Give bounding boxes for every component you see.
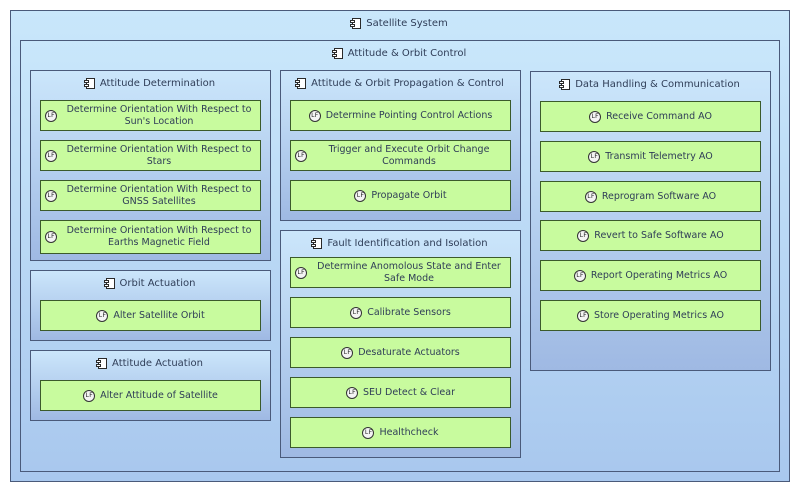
attitude-determination-header: Attitude Determination bbox=[31, 76, 270, 90]
aoc-header: Attitude & Orbit Control bbox=[21, 46, 779, 60]
function-icon: LF bbox=[362, 426, 375, 439]
component-icon bbox=[311, 237, 323, 249]
function-label: Reprogram Software AO bbox=[601, 190, 717, 202]
function-label: Healthcheck bbox=[379, 426, 439, 438]
function-icon: LF bbox=[577, 309, 590, 322]
satellite-system-title: Satellite System bbox=[366, 17, 448, 29]
function-block: LF Propagate Orbit bbox=[290, 180, 511, 211]
function-icon: LF bbox=[45, 231, 57, 243]
propagation-header: Attitude & Orbit Propagation & Control bbox=[281, 76, 520, 90]
function-icon: LF bbox=[96, 309, 109, 322]
function-icon: LF bbox=[45, 149, 57, 162]
function-icon: LF bbox=[573, 269, 586, 282]
function-block: LF Desaturate Actuators bbox=[290, 337, 511, 368]
function-label: Revert to Safe Software AO bbox=[594, 229, 724, 241]
function-label: Desaturate Actuators bbox=[358, 346, 460, 358]
function-block: LF Revert to Safe Software AO bbox=[540, 220, 761, 251]
component-icon bbox=[559, 78, 571, 90]
data-handling-title: Data Handling & Communication bbox=[575, 78, 740, 90]
component-icon bbox=[103, 277, 115, 289]
attitude-actuation-title: Attitude Actuation bbox=[112, 357, 203, 369]
function-label: Determine Orientation With Respect to St… bbox=[66, 143, 252, 167]
function-block: LF Determine Orientation With Respect to… bbox=[40, 100, 261, 131]
component-icon bbox=[96, 357, 108, 369]
function-block: LF Alter Satellite Orbit bbox=[40, 300, 261, 331]
function-label: Alter Satellite Orbit bbox=[113, 309, 205, 321]
function-block: LF Transmit Telemetry AO bbox=[540, 141, 761, 172]
function-block: LF Determine Pointing Control Actions bbox=[290, 100, 511, 131]
function-icon: LF bbox=[295, 149, 307, 162]
function-icon: LF bbox=[45, 189, 57, 202]
function-label: Determine Anomolous State and Enter Safe… bbox=[317, 260, 501, 284]
function-label: Receive Command AO bbox=[606, 110, 712, 122]
function-label: Transmit Telemetry AO bbox=[605, 150, 713, 162]
function-icon: LF bbox=[341, 346, 354, 359]
function-icon: LF bbox=[589, 110, 602, 123]
propagation-title: Attitude & Orbit Propagation & Control bbox=[311, 77, 504, 89]
function-label: Propagate Orbit bbox=[371, 189, 447, 201]
aoc-title: Attitude & Orbit Control bbox=[347, 47, 467, 59]
component-icon bbox=[83, 77, 95, 89]
function-block: LF Calibrate Sensors bbox=[290, 297, 511, 328]
function-icon: LF bbox=[45, 109, 57, 122]
function-block: LF Determine Orientation With Respect to… bbox=[40, 220, 261, 254]
function-block: LF Determine Orientation With Respect to… bbox=[40, 140, 261, 171]
data-handling-header: Data Handling & Communication bbox=[531, 77, 770, 91]
function-block: LF Healthcheck bbox=[290, 417, 511, 448]
function-icon: LF bbox=[588, 150, 601, 163]
function-label: Determine Orientation With Respect to Su… bbox=[66, 103, 252, 127]
function-icon: LF bbox=[295, 266, 307, 279]
function-icon: LF bbox=[584, 190, 597, 203]
function-block: LF Trigger and Execute Orbit Change Comm… bbox=[290, 140, 511, 171]
function-label: Store Operating Metrics AO bbox=[594, 309, 724, 321]
function-block: LF Alter Attitude of Satellite bbox=[40, 380, 261, 411]
function-block: LF Determine Orientation With Respect to… bbox=[40, 180, 261, 211]
function-label: Determine Pointing Control Actions bbox=[325, 109, 493, 121]
orbit-actuation-title: Orbit Actuation bbox=[119, 277, 196, 289]
function-icon: LF bbox=[354, 189, 367, 202]
function-icon: LF bbox=[577, 229, 590, 242]
orbit-actuation-header: Orbit Actuation bbox=[31, 276, 270, 290]
function-block: LF SEU Detect & Clear bbox=[290, 377, 511, 408]
component-icon bbox=[295, 77, 307, 89]
satellite-system-header: Satellite System bbox=[11, 16, 789, 30]
function-icon: LF bbox=[83, 389, 96, 402]
attitude-determination-title: Attitude Determination bbox=[99, 77, 216, 89]
function-block: LF Report Operating Metrics AO bbox=[540, 260, 761, 291]
function-icon: LF bbox=[346, 386, 358, 399]
function-label: Trigger and Execute Orbit Change Command… bbox=[328, 143, 490, 167]
function-icon: LF bbox=[308, 109, 321, 122]
component-icon bbox=[331, 47, 343, 59]
function-block: LF Store Operating Metrics AO bbox=[540, 300, 761, 331]
function-block: LF Determine Anomolous State and Enter S… bbox=[290, 257, 511, 288]
fdir-header: Fault Identification and Isolation bbox=[281, 236, 520, 250]
function-label: Report Operating Metrics AO bbox=[590, 269, 728, 281]
function-label: Calibrate Sensors bbox=[367, 306, 451, 318]
function-label: SEU Detect & Clear bbox=[363, 386, 455, 398]
function-label: Alter Attitude of Satellite bbox=[100, 389, 218, 401]
attitude-actuation-header: Attitude Actuation bbox=[31, 356, 270, 370]
function-label: Determine Orientation With Respect to Ea… bbox=[66, 225, 252, 248]
function-label: Determine Orientation With Respect to GN… bbox=[66, 183, 252, 207]
function-block: LF Reprogram Software AO bbox=[540, 181, 761, 212]
function-block: LF Receive Command AO bbox=[540, 101, 761, 132]
component-icon bbox=[350, 17, 362, 29]
fdir-title: Fault Identification and Isolation bbox=[327, 237, 488, 249]
function-icon: LF bbox=[350, 306, 363, 319]
